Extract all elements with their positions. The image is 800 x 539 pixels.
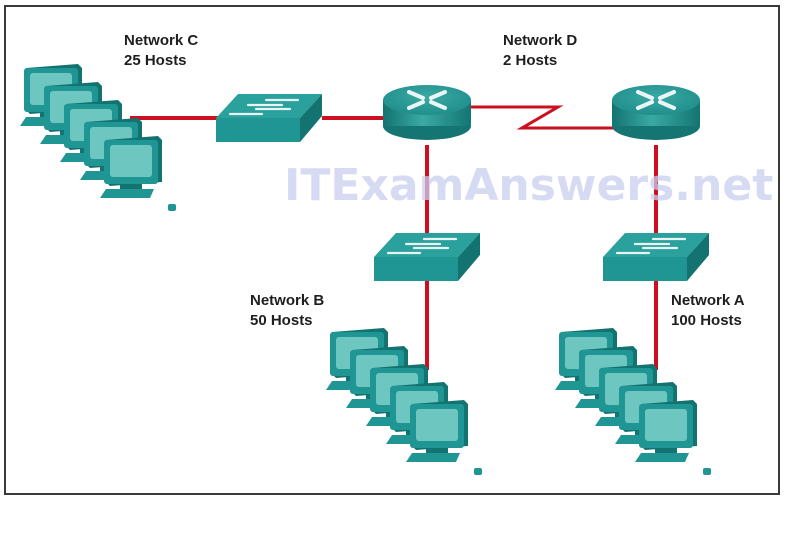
mouse-icon	[703, 468, 711, 475]
pc-keyboard	[635, 453, 689, 462]
pc-icon[interactable]	[635, 400, 697, 462]
network-c-label: Network C 25 Hosts	[124, 31, 198, 71]
router-arrow-icon	[429, 100, 447, 110]
pc-icon[interactable]	[100, 136, 162, 198]
pc-keyboard	[100, 189, 154, 198]
network-d-label: Network D 2 Hosts	[503, 31, 577, 71]
watermark-text: ITExamAnswers.net	[284, 160, 774, 211]
network-c-name: Network C	[124, 32, 199, 49]
switch-b[interactable]	[374, 233, 480, 281]
router-arrow-icon	[658, 100, 676, 110]
switch-side	[300, 94, 322, 142]
switch-side	[458, 233, 480, 281]
switch-side	[687, 233, 709, 281]
network-a-name: Network A	[671, 292, 745, 309]
network-d-hosts: 2 Hosts	[503, 52, 558, 69]
router-2[interactable]	[612, 85, 700, 140]
switch-front	[374, 257, 458, 281]
router-arrow-icon	[429, 90, 447, 100]
router-arrow-icon	[407, 100, 425, 110]
router-top	[612, 85, 700, 115]
router-arrow-icon	[636, 90, 654, 100]
pc-screen	[645, 409, 687, 441]
pc-group-network-c[interactable]	[20, 64, 176, 211]
switch-front	[603, 257, 687, 281]
router-1[interactable]	[383, 85, 471, 140]
switch-front	[216, 118, 300, 142]
network-b-label: Network B 50 Hosts	[250, 291, 324, 331]
pc-group-network-b[interactable]	[326, 328, 482, 475]
pc-screen	[110, 145, 152, 177]
router-arrow-icon	[407, 90, 425, 100]
router-arrow-icon	[658, 90, 676, 100]
pc-stand	[655, 448, 677, 453]
pc-stand	[120, 184, 142, 189]
network-a-label: Network A 100 Hosts	[671, 291, 745, 331]
links	[130, 105, 658, 370]
network-b-hosts: 50 Hosts	[250, 312, 313, 329]
network-b-name: Network B	[250, 292, 325, 309]
router-top	[383, 85, 471, 115]
mouse-icon	[168, 204, 176, 211]
mouse-icon	[474, 468, 482, 475]
network-c-hosts: 25 Hosts	[124, 52, 187, 69]
pc-icon[interactable]	[406, 400, 468, 462]
pc-group-network-a[interactable]	[555, 328, 711, 475]
switch-a[interactable]	[603, 233, 709, 281]
router-arrow-icon	[636, 100, 654, 110]
pc-keyboard	[406, 453, 460, 462]
network-d-name: Network D	[503, 32, 578, 49]
pc-screen	[416, 409, 458, 441]
pc-stand	[426, 448, 448, 453]
link-serial-router-1-router-2	[468, 105, 616, 130]
switch-c[interactable]	[216, 94, 322, 142]
network-a-hosts: 100 Hosts	[671, 312, 742, 329]
